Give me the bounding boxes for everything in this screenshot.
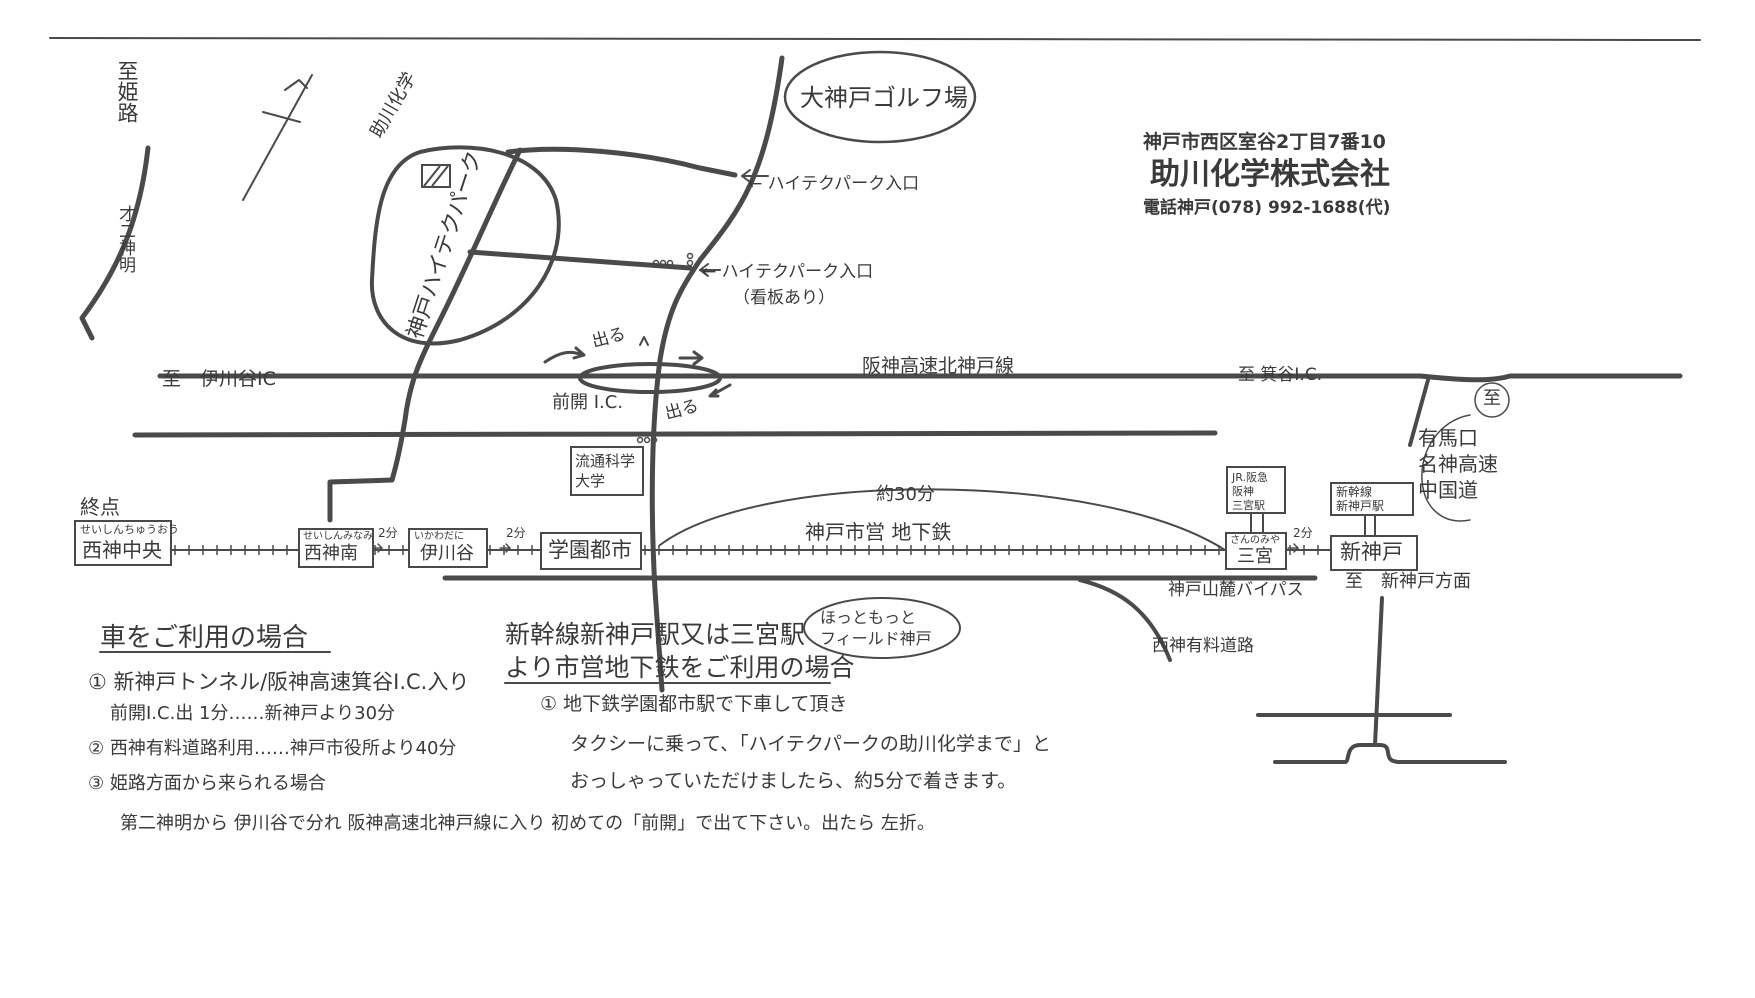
company-phone: 電話神戸(078) 992-1688(代): [1143, 198, 1391, 218]
car-line-2: 前開I.C.出 1分……新神戸より30分: [110, 703, 396, 724]
station-seishin-chuo: せいしんちゅうおう 西神中央: [74, 520, 179, 566]
university-box: 流通科学大学: [570, 446, 644, 496]
golf-course-outline: [783, 50, 977, 144]
station-sannomiya: さんのみや 三宮: [1225, 532, 1287, 570]
maegai-ic-loop: [578, 362, 722, 394]
daini-shinmei-label: 才二神明: [115, 205, 135, 273]
station-name: 西神中央: [82, 538, 162, 562]
park-entrance-2-note: （看板あり）: [733, 288, 835, 308]
station-name: 新神戸: [1340, 540, 1403, 564]
nishishin-toll-label: 西神有料道路: [1152, 636, 1254, 656]
train-line-2: タクシーに乗って、「ハイテクパークの助川化学まで」と: [570, 733, 1051, 755]
park-entrance-2: ← ハイテクパーク入口: [702, 262, 874, 282]
shinkobe-note: 新幹線 新神戸駅: [1336, 485, 1385, 513]
station-name: 三宮: [1237, 546, 1273, 567]
station-ruby: せいしんみなみ: [303, 531, 373, 542]
company-location-mark: [421, 164, 451, 188]
station-name: 伊川谷: [420, 543, 474, 564]
arima-label: 有馬口 名神高速 中国道: [1418, 426, 1498, 502]
hightech-park-outline: [369, 145, 561, 346]
nishishin-toll-road: [1078, 578, 1172, 662]
gap-label-3: 2分: [1293, 526, 1313, 540]
top-border: [49, 37, 1701, 41]
terminal-label: 終点: [80, 495, 120, 519]
daini-shinmei-road: [79, 145, 151, 341]
car-line-3: ② 西神有料道路利用……神戸市役所より40分: [88, 738, 457, 759]
subway-line-label: 神戸市営 地下鉄: [805, 520, 952, 544]
station-gakuen-toshi: 学園都市: [540, 532, 642, 570]
sannomiya-note-box: JR.阪急 阪神 三宮駅: [1226, 466, 1286, 514]
to-minoya-label: 至 箕谷I.C.: [1238, 365, 1323, 385]
train-heading-2: より市営地下鉄をご利用の場合: [505, 653, 855, 682]
shinkobe-note-box: 新幹線 新神戸駅: [1330, 482, 1414, 516]
to-ikawadani-label: 至 伊川谷IC: [162, 368, 276, 390]
station-name: 西神南: [304, 543, 358, 564]
station-name: 学園都市: [548, 538, 632, 562]
train-heading-1: 新幹線新神戸駅又は三宮駅: [505, 620, 806, 649]
car-line-5: 第二神明から 伊川谷で分れ 阪神高速北神戸線に入り 初めての「前開」で出て下さい…: [120, 813, 935, 834]
maegai-ic-label: 前開 I.C.: [552, 392, 624, 413]
hottomotto-outline: [803, 597, 961, 659]
gap-label-2: 2分: [506, 526, 526, 540]
yamate-bypass-label: 神戸山麓バイパス: [1168, 580, 1304, 600]
station-shin-kobe: 新神戸: [1330, 535, 1418, 571]
secondary-road: [132, 430, 1218, 438]
train-line-3: おっしゃっていただけましたら、約5分で着きます。: [570, 770, 1017, 792]
park-entrance-1: ← ハイテクパーク入口: [748, 174, 920, 194]
car-heading: 車をご利用の場合: [100, 623, 309, 653]
subway-duration: 約30分: [876, 484, 935, 505]
to-shinkobe-label: 至 新神戸方面: [1345, 571, 1471, 592]
sannomiya-note: JR.阪急 阪神 三宮駅: [1232, 471, 1268, 512]
to-himeji-label: 至姫路: [115, 60, 139, 123]
hanshin-expressway-label: 阪神高速北神戸線: [862, 355, 1015, 377]
to-circle-label: 至: [1483, 388, 1501, 409]
car-line-1: ① 新神戸トンネル/阪神高速箕谷I.C.入り: [88, 670, 470, 694]
company-name: 助川化学株式会社: [1150, 157, 1390, 192]
university-label: 流通科学大学: [575, 452, 636, 490]
station-ikawadani: いかわだに 伊川谷: [408, 528, 488, 568]
car-line-4: ③ 姫路方面から来られる場合: [88, 773, 326, 794]
main-north-south-road: [649, 55, 785, 693]
train-line-1: ① 地下鉄学園都市駅で下車して頂き: [540, 693, 848, 715]
north-arrow-icon: [242, 74, 313, 201]
station-ruby: せいしんちゅうおう: [80, 523, 179, 536]
gap-label-1: 2分: [378, 526, 398, 540]
golf-course-label: 大神戸ゴルフ場: [800, 84, 968, 112]
station-seishin-minami: せいしんみなみ 西神南: [298, 528, 374, 568]
station-ruby: さんのみや: [1230, 535, 1280, 546]
duration-arc: [659, 488, 1226, 551]
hottomotto-label: ほっともっと フィールド神戸: [820, 608, 932, 648]
station-ruby: いかわだに: [414, 531, 464, 542]
company-address: 神戸市西区室谷2丁目7番10: [1143, 131, 1386, 153]
